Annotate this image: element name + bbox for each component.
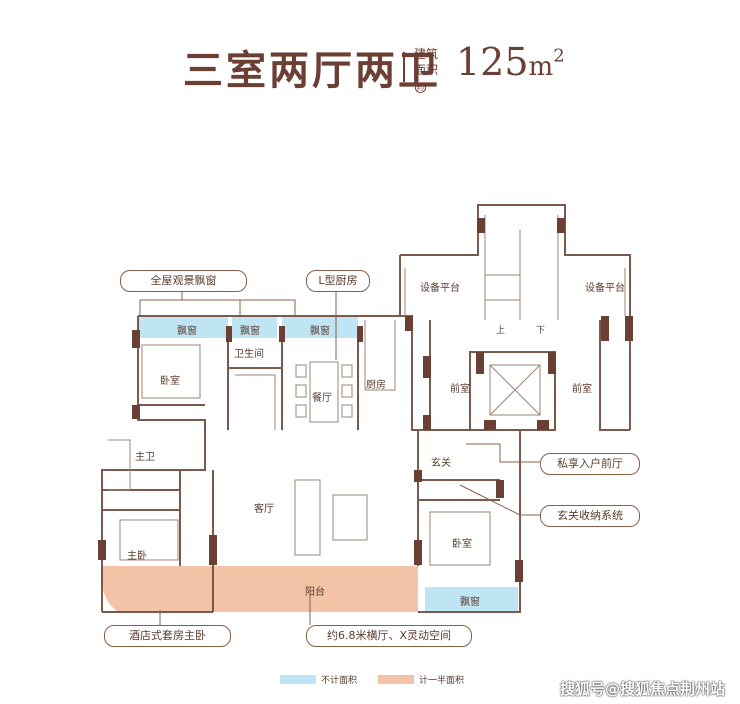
legend-label-half-counted: 计一半面积 — [419, 676, 465, 686]
anteroom-left-label: 前室 — [450, 384, 470, 395]
area-approx-mark: 约 — [415, 83, 426, 93]
area-unit: m — [528, 52, 554, 82]
callout-leaders — [139, 287, 540, 625]
bay-window-area-4 — [425, 587, 518, 612]
bay-window-label-4: 飘窗 — [460, 597, 480, 608]
dining-label: 餐厅 — [312, 393, 332, 404]
bay-window-label-3: 飘窗 — [310, 326, 330, 337]
equip-platform-right-label: 设备平台 — [585, 283, 625, 294]
bay-window-area-3 — [282, 316, 358, 338]
area-label-line2: 面积约 — [414, 63, 439, 93]
callout-foyer-storage: 玄关收纳系统 — [540, 505, 640, 527]
stairs-down-label: 下 — [536, 326, 546, 336]
callout-panoramic-bay-window: 全屋观景飘窗 — [120, 270, 247, 292]
kitchen-label: 厨房 — [366, 380, 386, 391]
page-title: 三室两厅两卫 — [183, 47, 441, 94]
bedroom-nw-label: 卧室 — [160, 376, 180, 387]
master-bedroom-label: 主卧 — [127, 551, 147, 562]
stairs-up-label: 上 — [496, 326, 506, 336]
equip-platform-left-label: 设备平台 — [420, 283, 460, 294]
wall-pillars — [98, 218, 633, 582]
callout-wide-living-space: 约6.8米横厅、X灵动空间 — [306, 625, 472, 647]
bedroom-se-label: 卧室 — [452, 539, 472, 550]
foyer-label: 玄关 — [431, 458, 451, 469]
watermark: 搜狐号@搜狐焦点荆州站 — [560, 680, 726, 698]
balcony-label: 阳台 — [305, 587, 325, 598]
area-label: 建筑 面积约 — [414, 46, 448, 96]
walls — [101, 204, 631, 613]
anteroom-right-label: 前室 — [572, 384, 592, 395]
inner-lines — [108, 215, 626, 566]
legend-label-not-counted: 不计面积 — [321, 676, 358, 686]
living-room-label: 客厅 — [254, 504, 274, 515]
callout-private-entry-hall: 私享入户前厅 — [540, 453, 640, 475]
bay-window-label-2: 飘窗 — [240, 326, 260, 337]
legend-swatch-not-counted — [280, 675, 316, 684]
bay-window-area-1 — [138, 316, 228, 338]
area-unit-sup: 2 — [553, 45, 565, 67]
dining-table — [295, 361, 353, 423]
master-bay-area — [102, 566, 213, 612]
balcony-area — [213, 566, 418, 612]
legend-swatch-half-counted — [378, 675, 414, 684]
callout-l-kitchen: L型厨房 — [306, 270, 370, 292]
bathroom-label: 卫生间 — [234, 349, 264, 360]
callout-hotel-master-suite: 酒店式套房主卧 — [104, 625, 231, 647]
title-divider — [403, 52, 405, 82]
bay-window-area-2 — [232, 316, 277, 338]
master-bath-label: 主卫 — [135, 452, 155, 463]
area-value: 125m2 — [456, 40, 565, 84]
area-label-line1: 建筑 — [414, 47, 439, 61]
bay-window-label-1: 飘窗 — [177, 326, 197, 337]
